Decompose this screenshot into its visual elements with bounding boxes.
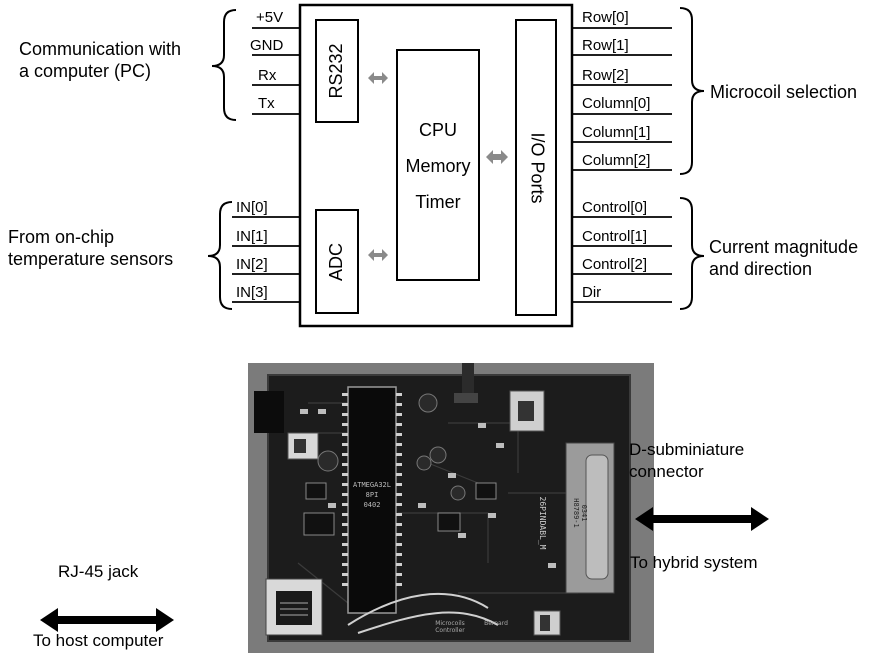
pin-gnd: GND [250,37,284,54]
mcu-chip-label-3: 0402 [364,501,381,509]
dsub-label-1: H8789-1 [572,498,580,528]
board-silkscreen: 26PINDABL_M [538,497,547,550]
pin-dir: Dir [582,284,601,301]
brace-microcoil [680,8,704,174]
pin-col0: Column[0] [582,95,650,112]
brace-current [680,198,704,309]
io-ports-label: I/O Ports [527,132,547,203]
pin-in3: IN[3] [236,284,268,301]
mcu-chip [348,387,396,613]
adc-label: ADC [326,243,346,281]
cpu-label: CPU [419,120,457,140]
board-bottom-text-3: Bernard [484,620,508,627]
pcb-photo: ATMEGA32L 8PI 0402 H8789-1 0341 26PINDAB… [248,363,654,653]
rs232-label: RS232 [326,43,346,98]
pin-tx: Tx [258,95,275,112]
board-bottom-text-2: Controller [435,627,465,634]
microcoil-label: Microcoil selection [710,81,857,103]
rj45-annotation: RJ-45 jack [58,561,138,583]
pin-col2: Column[2] [582,152,650,169]
pin-rx: Rx [258,67,277,84]
timer-label: Timer [415,192,460,212]
pin-in0: IN[0] [236,199,268,216]
communication-label: Communication with a computer (PC) [19,38,181,82]
sensors-label: From on-chip temperature sensors [8,226,173,270]
brace-sensors [208,202,232,309]
pin-row0: Row[0] [582,9,629,26]
mcu-chip-label-1: ATMEGA32L [353,481,391,489]
pin-in1: IN[1] [236,228,268,245]
pin-row2: Row[2] [582,67,629,84]
hybrid-annotation: To hybrid system [630,552,758,574]
pin-in2: IN[2] [236,256,268,273]
pin-col1: Column[1] [582,124,650,141]
pin-5v: +5V [256,9,283,26]
pin-ctrl2: Control[2] [582,256,647,273]
host-annotation: To host computer [33,630,163,652]
board-bottom-text-1: Microcoils [435,620,465,627]
mcu-chip-label-2: 8PI [366,491,379,499]
pin-row1: Row[1] [582,37,629,54]
brace-communication [212,10,236,120]
dsub-annotation: D-subminiature connector [629,439,744,483]
dsub-label-2: 0341 [580,505,588,522]
current-label: Current magnitude and direction [709,236,858,280]
pin-ctrl0: Control[0] [582,199,647,216]
hybrid-arrow [633,504,773,534]
pin-ctrl1: Control[1] [582,228,647,245]
memory-label: Memory [405,156,470,176]
